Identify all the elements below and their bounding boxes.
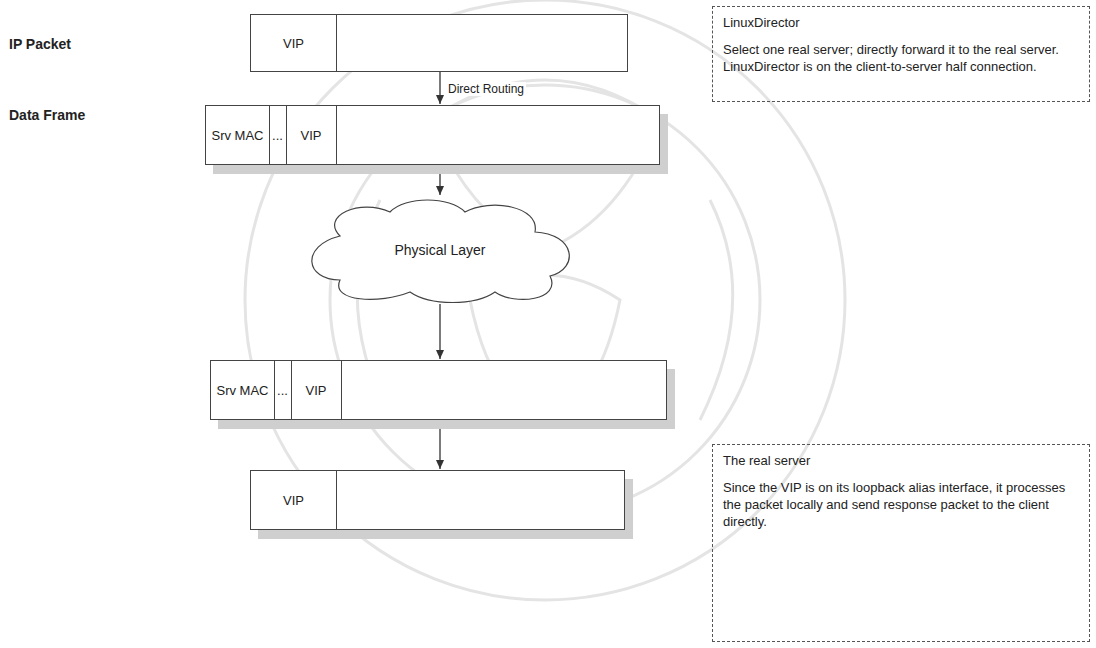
field-label: VIP xyxy=(251,471,336,529)
flow-arrow xyxy=(439,165,440,195)
field-label: ... xyxy=(274,361,291,419)
cloud-label: Physical Layer xyxy=(300,196,580,304)
packet-heading: IP Packet xyxy=(9,15,71,73)
note-body: Select one real server; directly forward… xyxy=(723,42,1079,76)
packet-box: Srv MAC...VIP xyxy=(210,360,667,420)
flow-arrow xyxy=(439,304,440,359)
packet-heading: Data Frame xyxy=(9,104,85,126)
cell-divider xyxy=(269,106,270,164)
field-label: Srv MAC xyxy=(206,106,269,164)
packet-box: Data FrameSrv MAC...VIP xyxy=(205,105,660,165)
field-label: Srv MAC xyxy=(211,361,274,419)
cell-divider xyxy=(336,471,337,529)
flow-arrow xyxy=(439,72,440,104)
field-label: ... xyxy=(269,106,286,164)
flow-arrow xyxy=(439,420,440,469)
packet-box: VIP xyxy=(250,470,625,530)
field-label: VIP xyxy=(286,106,336,164)
cell-divider xyxy=(336,106,337,164)
note-box: LinuxDirectorSelect one real server; dir… xyxy=(712,6,1090,102)
note-box: The real serverSince the VIP is on its l… xyxy=(712,444,1090,642)
cell-divider xyxy=(291,361,292,419)
cell-divider xyxy=(336,15,337,71)
edge-label: Direct Routing xyxy=(446,82,526,96)
note-title: LinuxDirector xyxy=(723,15,1079,30)
cell-divider xyxy=(274,361,275,419)
packet-box: IP PacketVIP xyxy=(250,14,628,72)
note-body: Since the VIP is on its loopback alias i… xyxy=(723,480,1079,531)
cell-divider xyxy=(286,106,287,164)
field-label: VIP xyxy=(291,361,341,419)
field-label: VIP xyxy=(251,15,336,71)
note-title: The real server xyxy=(723,453,1079,468)
cloud-shape: Physical Layer xyxy=(300,196,580,304)
cell-divider xyxy=(341,361,342,419)
